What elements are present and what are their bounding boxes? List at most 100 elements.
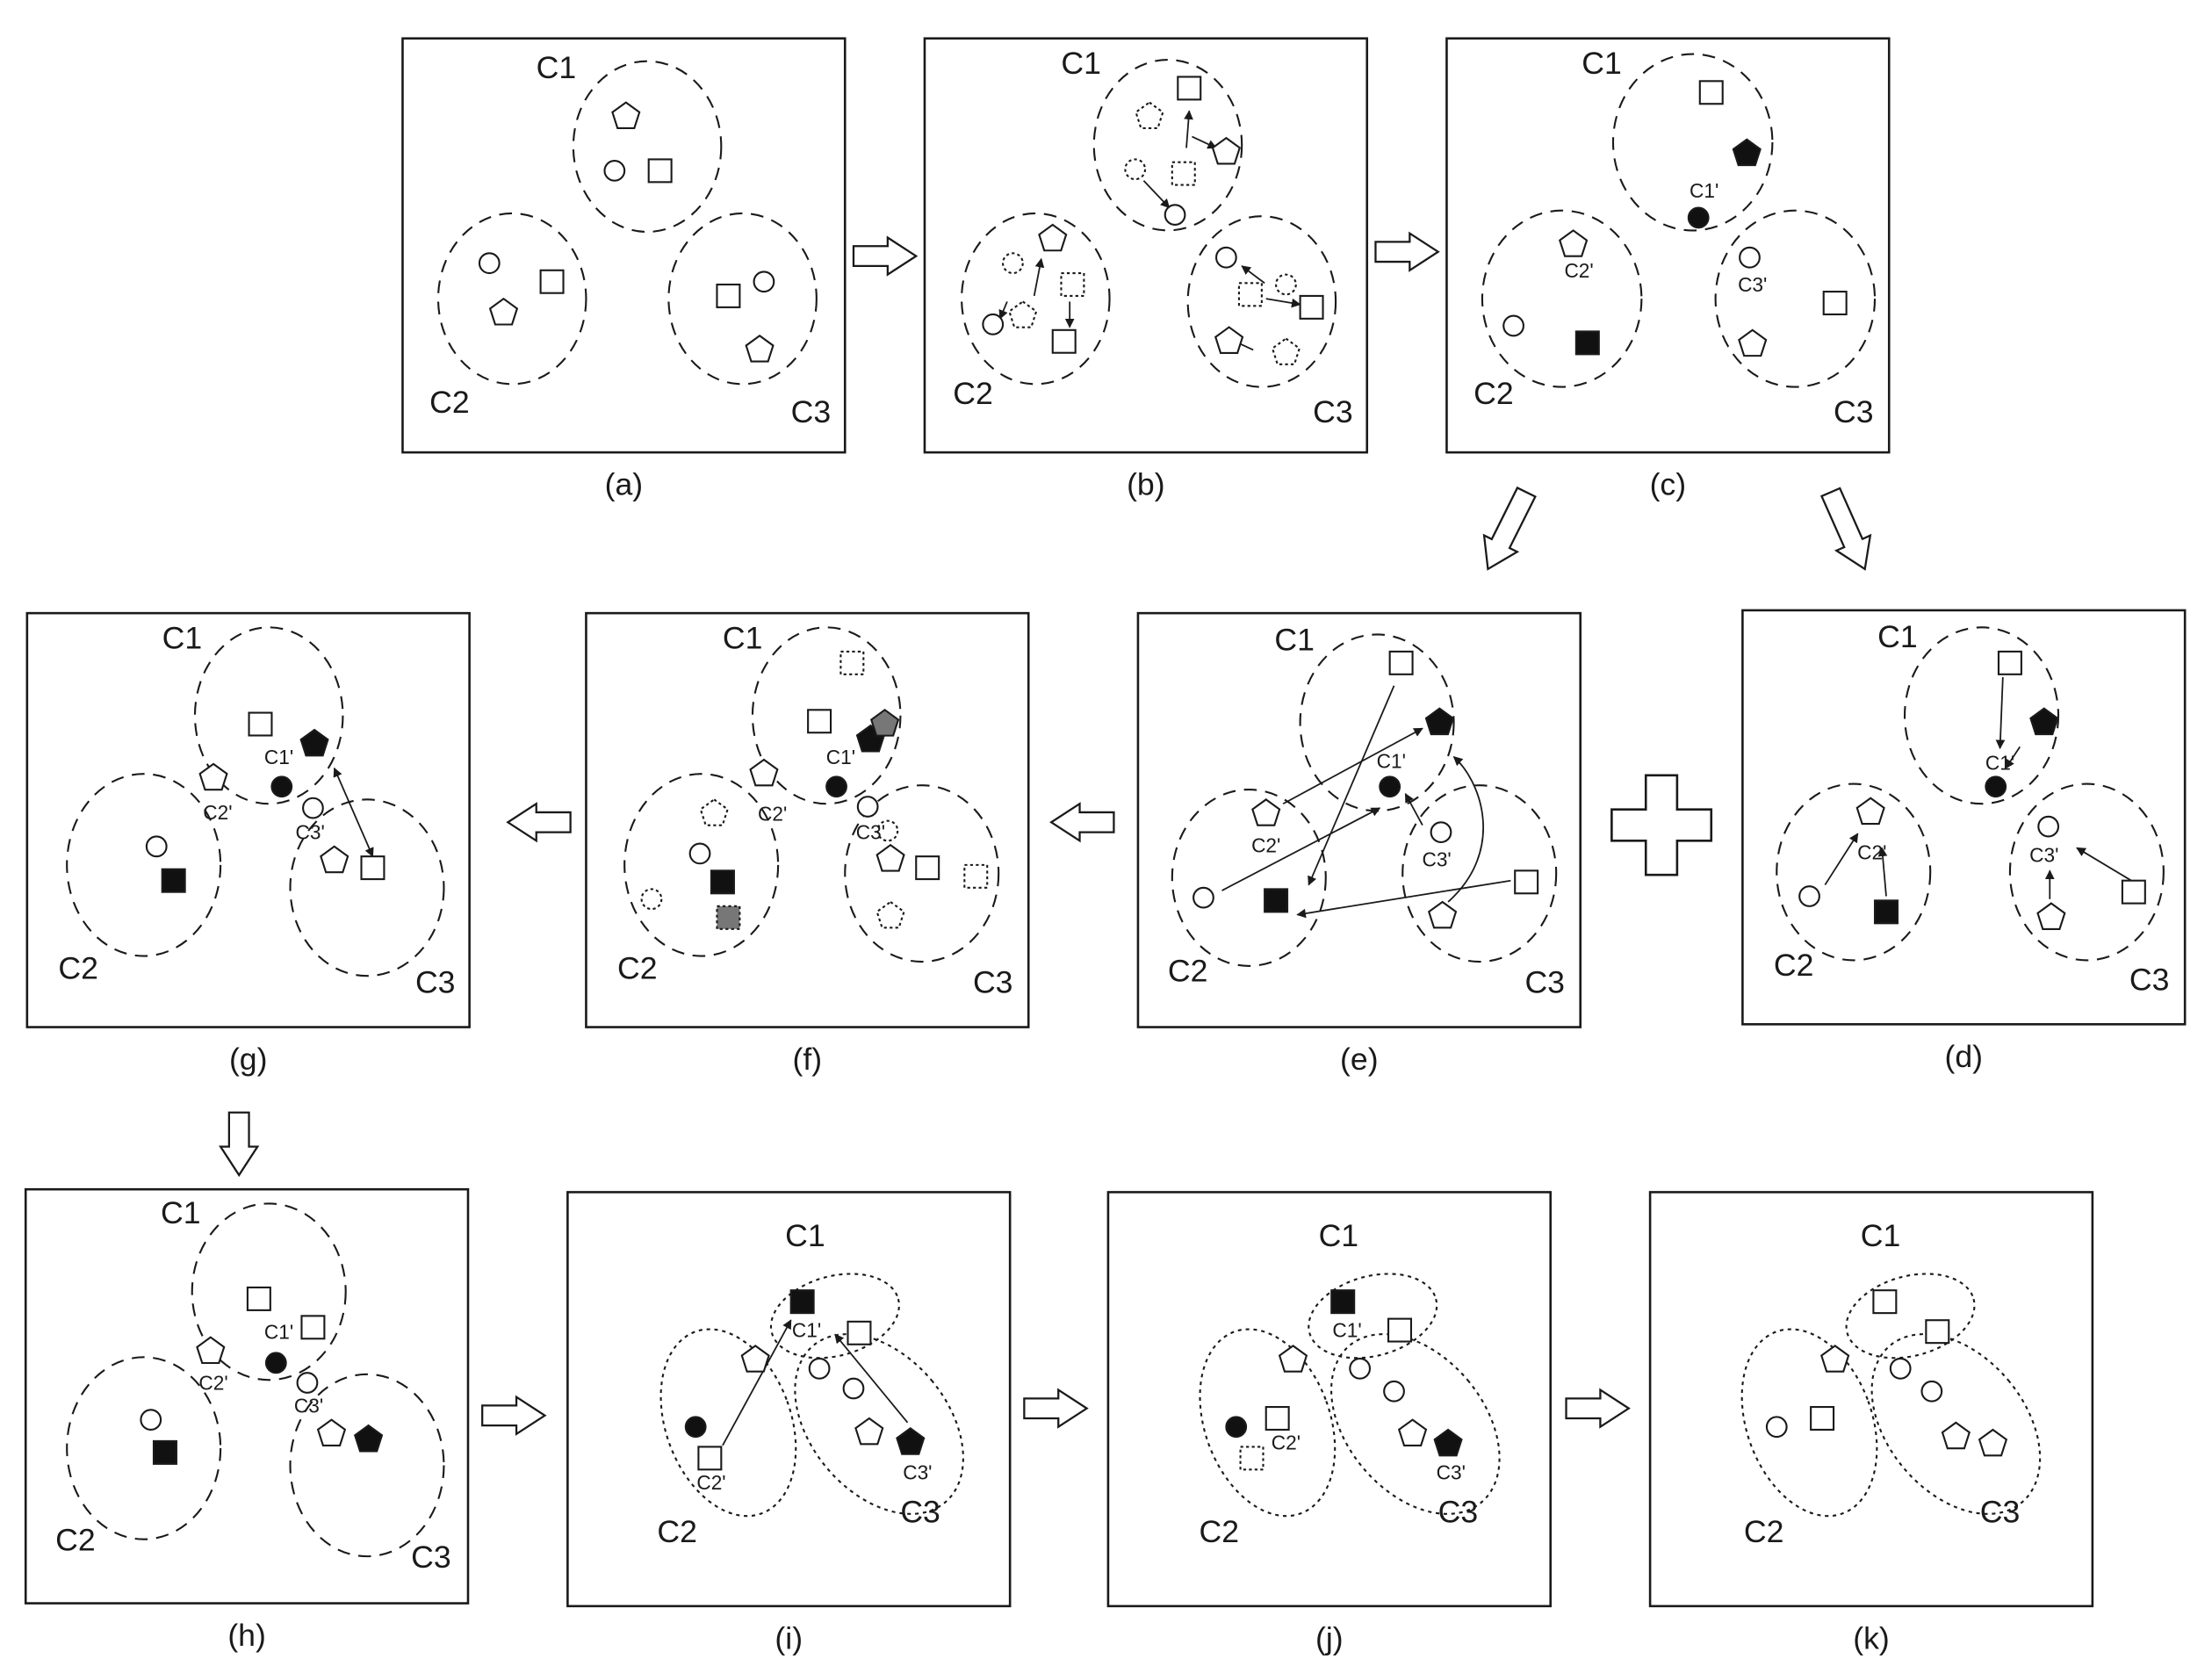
arrow (333, 767, 374, 858)
pentagon-point (1278, 1345, 1308, 1373)
cluster-boundary (1199, 1328, 1337, 1518)
cluster-label-c1: C1 (1877, 619, 1918, 654)
pentagon-point (1214, 326, 1244, 354)
flow-arrow-e-f (1049, 802, 1115, 843)
arrow (722, 1319, 792, 1446)
center-label-c2: C2' (696, 1471, 725, 1494)
circle-point (640, 888, 663, 911)
panel-label-b: (b) (1127, 467, 1165, 502)
panel-d-frame (1741, 609, 2187, 1026)
panel-i-frame (566, 1191, 1012, 1608)
pentagon-point (320, 845, 349, 874)
circle-point (1985, 775, 2007, 798)
cluster-label-c1: C1 (1274, 622, 1315, 657)
pentagon-point (1820, 1345, 1850, 1373)
circle-point (1889, 1357, 1912, 1380)
circle-point (1430, 821, 1452, 844)
square-point (716, 905, 741, 930)
center-label-c3: C3' (294, 1395, 323, 1417)
square-point (248, 711, 273, 737)
pentagon-point (749, 758, 779, 787)
cluster-boundary (1401, 784, 1558, 963)
cluster-label-c2: C2 (429, 385, 470, 420)
arrow (1221, 807, 1381, 891)
panel-label-k: (k) (1853, 1620, 1890, 1655)
pentagon-point (1941, 1421, 1971, 1450)
center-label-c3: C3' (1422, 847, 1451, 870)
cluster-boundary (623, 773, 780, 957)
cluster-label-c1: C1 (785, 1218, 825, 1253)
square-point (839, 650, 865, 675)
square-point (1872, 1289, 1898, 1315)
circle-point (140, 1409, 162, 1432)
cluster-label-c1: C1 (1861, 1218, 1901, 1253)
cluster-boundary (769, 1273, 900, 1359)
cluster-label-c3: C3 (1524, 965, 1565, 1000)
center-label-c3: C3' (856, 821, 885, 844)
square-point (300, 1315, 326, 1340)
pentagon-point (1433, 1428, 1463, 1457)
flow-arrow-b-c (1374, 231, 1440, 272)
cluster-label-c2: C2 (58, 950, 98, 985)
circle-point (684, 1416, 707, 1439)
cluster-boundary (961, 212, 1111, 386)
cluster-boundary (659, 1328, 797, 1518)
circle-point (270, 775, 293, 798)
panel-j-frame (1106, 1191, 1553, 1608)
panel-e-frame (1136, 611, 1582, 1028)
arrow (1184, 110, 1193, 148)
arrow (1296, 879, 1511, 919)
arrow (834, 1333, 909, 1424)
pentagon-point (1424, 707, 1454, 736)
cluster-label-c2: C2 (1168, 954, 1208, 989)
pentagon-point (1211, 136, 1242, 165)
square-point (152, 1439, 177, 1465)
arrow (1192, 135, 1218, 149)
cluster-label-c3: C3 (791, 394, 832, 429)
panel-label-g: (g) (229, 1042, 268, 1077)
flow-arrow-j-k (1565, 1388, 1631, 1429)
pentagon-point (699, 798, 729, 826)
center-label-c1: C1' (826, 746, 855, 768)
center-label-c2: C2' (198, 1372, 227, 1395)
cluster-label-c1: C1 (723, 621, 763, 656)
pentagon-point (1251, 798, 1281, 826)
circle-point (688, 842, 711, 865)
pentagon-point (611, 101, 641, 130)
arrow (2005, 746, 2021, 769)
pentagon-point (740, 1345, 770, 1373)
pentagon-point (745, 334, 775, 363)
circle-point (1164, 204, 1186, 226)
square-point (1698, 80, 1724, 105)
square-point (360, 855, 385, 881)
square-point (710, 869, 735, 895)
center-label-c1: C1' (264, 1320, 293, 1343)
cluster-label-c1: C1 (161, 1195, 201, 1230)
circle-point (876, 819, 899, 842)
square-point (539, 269, 565, 294)
square-point (1051, 328, 1077, 354)
square-point (1387, 1317, 1413, 1343)
cluster-boundary (1611, 53, 1774, 232)
cluster-label-c2: C2 (1774, 948, 1814, 983)
arrow (1995, 677, 2006, 750)
square-point (2121, 879, 2146, 905)
panel-label-f: (f) (793, 1042, 823, 1077)
circle-point (1225, 1416, 1248, 1439)
circle-point (825, 775, 847, 798)
circle-point (264, 1352, 287, 1374)
pentagon-point (1135, 101, 1164, 130)
square-point (1514, 869, 1539, 895)
cluster-boundary (1904, 626, 2060, 805)
flow-arrow-h-i (481, 1395, 547, 1436)
arrow (1877, 847, 1888, 897)
cluster-boundary (66, 1356, 222, 1540)
square-point (246, 1286, 271, 1311)
pentagon-point (1397, 1418, 1428, 1446)
square-point (1925, 1319, 1950, 1345)
cluster-label-c2: C2 (1200, 1514, 1240, 1549)
panel-g-frame (25, 611, 471, 1028)
square-point (1177, 76, 1202, 101)
circle-point (1002, 252, 1024, 275)
center-label-c3: C3' (296, 821, 325, 844)
